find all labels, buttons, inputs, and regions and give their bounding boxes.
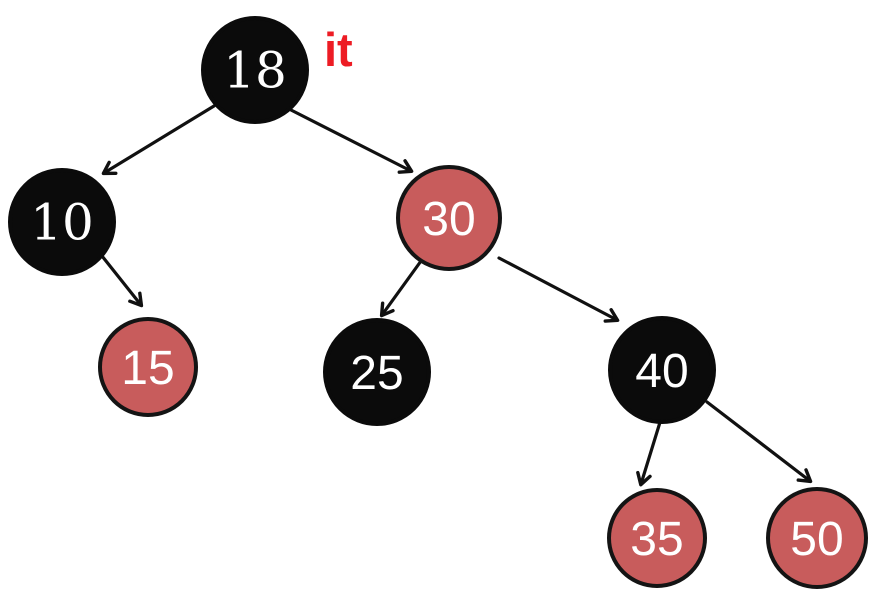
node-15-value: 15: [121, 342, 174, 395]
edge-30-25: [379, 259, 423, 318]
tree-node-10: 10: [8, 168, 116, 276]
tree-node-40: 40: [608, 316, 716, 424]
edge-18-10: [101, 104, 216, 176]
node-18-circle: [201, 16, 309, 124]
node-25-value: 25: [350, 347, 403, 400]
edge-18-30: [289, 108, 414, 174]
edge-40-35: [636, 417, 663, 487]
node-40-value: 40: [635, 345, 688, 398]
edge-40-50: [705, 400, 813, 484]
tree-node-35: 35: [607, 488, 707, 588]
node-50-circle: [766, 487, 868, 589]
node-18-value: 18: [223, 42, 287, 100]
node-35-value: 35: [630, 513, 683, 566]
node-25-circle: [323, 318, 431, 426]
node-40-circle: [608, 316, 716, 424]
node-30-value: 30: [422, 193, 475, 246]
node-50-value: 50: [790, 513, 843, 566]
tree-node-25: 25: [323, 318, 431, 426]
node-15-circle: [98, 317, 198, 417]
iterator-label: it: [324, 23, 353, 76]
tree-node-50: 50: [766, 487, 868, 589]
node-10-value: 10: [30, 194, 94, 252]
edge-30-40: [497, 256, 620, 323]
node-35-circle: [607, 488, 707, 588]
node-10-circle: [8, 168, 116, 276]
tree-node-30: 30: [396, 165, 502, 271]
tree-node-18: 18: [201, 16, 309, 124]
node-30-circle: [396, 165, 502, 271]
tree-node-15: 15: [98, 317, 198, 417]
edge-10-15: [100, 254, 144, 308]
